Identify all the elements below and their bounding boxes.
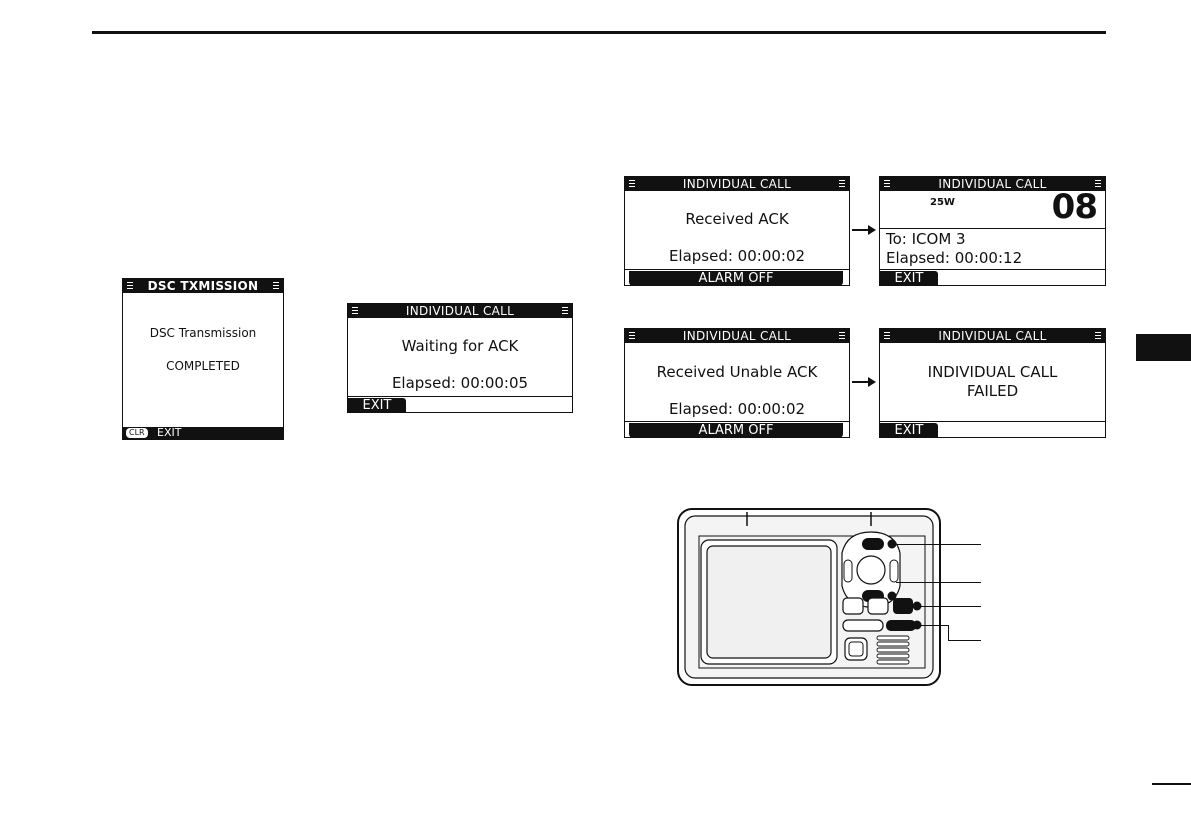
lcd-channel-screen: INDIVIDUAL CALL 25W 08 To: ICOM 3 Elapse… [879,176,1106,286]
lcd-title: INDIVIDUAL CALL [682,329,792,343]
lcd-message: Received Unable ACK [656,363,818,381]
alarm-off-softkey[interactable]: ALARM OFF [629,423,843,437]
lcd-title: INDIVIDUAL CALL [938,329,1047,343]
lcd-title: DSC TXMISSION [147,279,259,293]
lcd-elapsed: Elapsed: 00:00:12 [886,249,1023,267]
exit-softkey[interactable]: EXIT [880,423,938,437]
lcd-dsc-txmission: DSC TXMISSION DSC Transmission COMPLETED… [122,278,284,440]
lcd-elapsed: Elapsed: 00:00:02 [668,400,806,418]
lcd-elapsed: Elapsed: 00:00:02 [668,247,806,265]
lcd-message-line-1: INDIVIDUAL CALL [927,363,1058,381]
exit-label: EXIT [157,426,182,439]
lcd-message: Received ACK [685,210,789,228]
radio-front-panel-illustration [677,508,941,686]
lcd-elapsed: Elapsed: 00:00:05 [391,374,529,392]
lcd-message-line-2: COMPLETED [166,359,240,373]
power-indicator: 25W [930,197,955,208]
menu-lines-icon [273,282,279,290]
menu-lines-icon [839,180,845,188]
lcd-divider [880,421,1105,422]
lcd-title-bar: INDIVIDUAL CALL [625,329,849,343]
exit-softkey[interactable]: EXIT [348,398,406,412]
lcd-call-failed: INDIVIDUAL CALL INDIVIDUAL CALL FAILED E… [879,328,1106,438]
lcd-title-bar: INDIVIDUAL CALL [348,304,572,318]
clr-key[interactable]: CLR [126,428,148,438]
top-rule [92,31,1106,34]
callout-line [921,606,981,607]
menu-lines-icon [629,180,635,188]
lcd-divider [880,269,1105,270]
lcd-title-bar: INDIVIDUAL CALL [880,329,1105,343]
lcd-message-line-1: DSC Transmission [149,326,257,340]
exit-softkey[interactable]: EXIT [880,271,938,285]
menu-lines-icon [352,307,358,315]
callout-line [896,544,981,545]
callout-line [921,625,949,626]
lcd-message: Waiting for ACK [401,337,519,355]
menu-lines-icon [1095,180,1101,188]
callout-line [948,640,981,641]
lcd-title-bar: INDIVIDUAL CALL [625,177,849,191]
menu-lines-icon [839,332,845,340]
lcd-message-line-2: FAILED [966,382,1019,400]
lcd-received-ack: INDIVIDUAL CALL Received ACK Elapsed: 00… [624,176,850,286]
page-number-rule [1152,783,1191,785]
menu-lines-icon [562,307,568,315]
menu-lines-icon [127,282,133,290]
menu-lines-icon [884,332,890,340]
menu-lines-icon [1095,332,1101,340]
alarm-off-softkey[interactable]: ALARM OFF [629,271,843,285]
lcd-divider [625,269,849,270]
lcd-title: INDIVIDUAL CALL [682,177,792,191]
channel-number: 08 [1051,187,1098,227]
lcd-title: INDIVIDUAL CALL [938,177,1047,191]
lcd-footer-bar: CLR EXIT [123,427,283,439]
arrow-right-icon [852,377,876,387]
callout-line [948,625,949,640]
lcd-divider [625,421,849,422]
menu-lines-icon [884,180,890,188]
lcd-title: INDIVIDUAL CALL [405,304,515,318]
menu-lines-icon [629,332,635,340]
callout-line [896,582,981,583]
lcd-title-bar: INDIVIDUAL CALL [880,177,1105,191]
lcd-divider [348,396,572,397]
section-tab [1136,334,1191,361]
lcd-divider [880,228,1105,229]
lcd-waiting-ack: INDIVIDUAL CALL Waiting for ACK Elapsed:… [347,303,573,413]
arrow-right-icon [852,225,876,235]
lcd-received-unable-ack: INDIVIDUAL CALL Received Unable ACK Elap… [624,328,850,438]
lcd-title-bar: DSC TXMISSION [123,279,283,293]
call-recipient: To: ICOM 3 [886,230,966,248]
